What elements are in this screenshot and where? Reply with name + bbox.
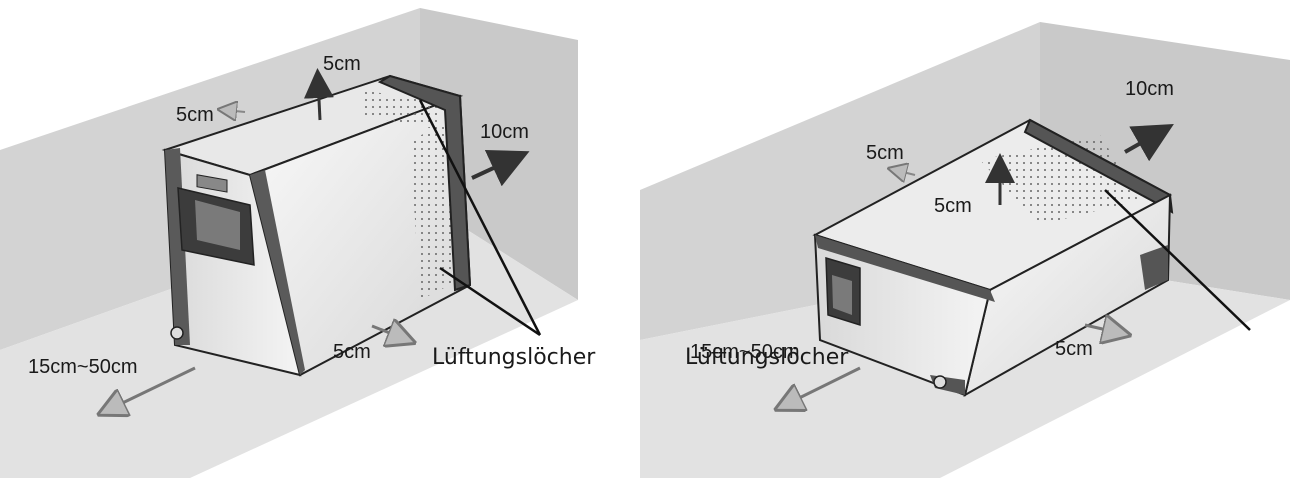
left-top-arrow [303,68,334,121]
right-setup: 10cm 5cm 5cm 5cm 15cm~50cm [640,22,1290,478]
left-back-arrow [225,110,246,112]
right-front-arrow [785,366,861,405]
right-clearance-arrows [785,124,1174,405]
left-vent-leader-top [418,99,542,336]
right-left-back-arrow [895,170,916,175]
right-bottom-clearance: 5cm [1055,338,1093,360]
left-front-clearance: 15cm~50cm [28,356,138,378]
left-front-arrow [108,366,196,410]
left-right-clearance: 10cm [480,121,529,143]
left-bottom-clearance: 5cm [333,341,371,363]
left-clearance-arrows [108,68,530,410]
left-back-clearance: 5cm [176,104,214,126]
right-back-clearance: 10cm [1125,78,1174,100]
left-bottom-arrow [371,326,405,339]
right-scanner-device [812,118,1174,398]
left-scanner-device [161,74,472,377]
right-back-arrow [1124,124,1174,162]
left-top-clearance: 5cm [323,53,361,75]
left-vent-caption: Lüftungslöcher [432,345,596,370]
right-top-clearance: 5cm [934,195,972,217]
right-vent-caption: Lüftungslöcher [685,345,849,370]
left-right-arrow [471,149,530,187]
left-setup: 5cm 5cm 10cm 5cm 15cm~50cm [0,8,578,478]
left-vent-leader-side [439,266,541,337]
right-front-clearance: 15cm~50cm [690,341,800,363]
right-bottom-arrow [1084,325,1120,333]
right-vent-leader [1104,189,1251,331]
right-left-back-clearance: 5cm [866,142,904,164]
